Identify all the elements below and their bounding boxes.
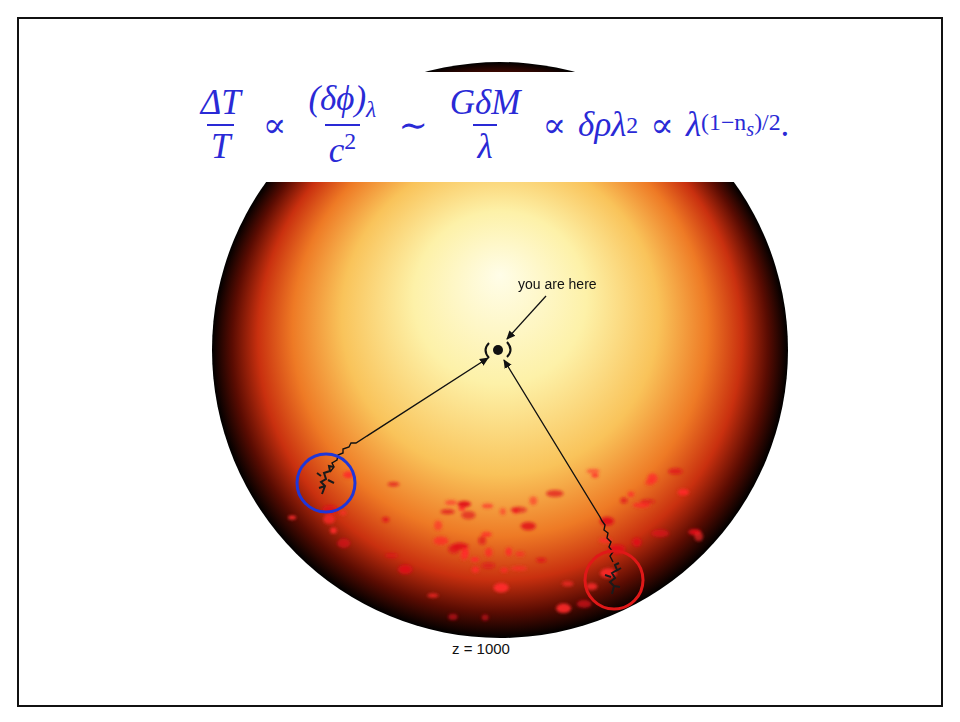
photon-path (504, 360, 613, 562)
formula-symbol: . (781, 105, 790, 145)
hot-spot (501, 567, 508, 572)
numerator: ΔT (197, 84, 245, 125)
hot-spot-marker (585, 551, 643, 609)
formula-symbol: ∝ (542, 105, 566, 146)
formula-symbol: GδM (450, 83, 521, 122)
hot-spot (515, 551, 524, 556)
hot-spot (692, 530, 699, 534)
hot-spot (628, 492, 635, 498)
galaxy-core (493, 345, 503, 355)
hot-spot (511, 566, 528, 571)
formula-panel (112, 72, 868, 182)
formula-symbol: δρλ (578, 105, 626, 145)
formula: ΔTT∝(δϕ)λc2∼GδMλ∝δρλ2∝λ(1−ns)/2. (112, 72, 868, 178)
formula-symbol: (δϕ) (308, 79, 366, 118)
hot-spot (460, 551, 468, 560)
hot-spot (433, 537, 448, 546)
redshift-label: z = 1000 (452, 640, 510, 657)
formula-symbol: ∝ (263, 105, 287, 146)
formula-symbol: s (746, 118, 754, 140)
fraction: GδM λ (446, 84, 525, 167)
formula-symbol: 2 (626, 112, 638, 139)
formula-symbol: )/2 (754, 109, 780, 135)
hot-spot (448, 614, 457, 620)
hot-spot (678, 489, 689, 495)
photon-source (317, 466, 334, 494)
leader-line (507, 296, 546, 339)
formula-symbol: 2 (344, 128, 356, 154)
hot-spot (536, 558, 546, 562)
hot-spot (472, 566, 479, 572)
denominator: λ (473, 124, 496, 167)
hot-spot (500, 508, 506, 515)
hot-spot (388, 482, 400, 486)
hot-spot (640, 499, 655, 503)
hot-spot (632, 538, 641, 546)
hot-spot (478, 536, 486, 545)
formula-symbol: λ (686, 105, 701, 145)
hot-spot (385, 553, 398, 557)
hot-spot (398, 565, 412, 574)
hot-spots (288, 468, 703, 620)
slide-frame (18, 18, 942, 706)
fraction: (δϕ)λc2 (304, 80, 380, 171)
hot-spot (482, 562, 495, 568)
hot-spot (427, 593, 438, 597)
hot-spot (521, 522, 536, 530)
hot-spot (481, 532, 491, 537)
hot-spot (471, 557, 479, 561)
hot-spot (506, 547, 512, 556)
photon-source (605, 563, 621, 594)
hot-spot (382, 517, 389, 522)
hot-spot (620, 497, 627, 503)
formula-symbol: λ (366, 96, 376, 122)
observer-label: you are here (518, 276, 597, 292)
hot-spot (482, 504, 494, 509)
exponent: (1−ns)/2 (701, 109, 780, 140)
hot-spot (340, 510, 347, 515)
hot-spot (337, 539, 350, 548)
formula-symbol: c (329, 131, 345, 170)
hot-spot (651, 530, 669, 538)
formula-symbol: T (211, 127, 230, 166)
hot-spot (448, 545, 460, 554)
hot-spot (647, 474, 657, 484)
hot-spot (668, 468, 683, 474)
hot-spot (592, 473, 599, 477)
numerator: (δϕ)λ (304, 80, 380, 124)
numerator: GδM (446, 84, 525, 125)
hot-spot (556, 604, 571, 614)
denominator: c2 (325, 124, 360, 171)
denominator: T (207, 124, 234, 167)
hot-spot (441, 509, 455, 514)
hot-spot (577, 600, 592, 608)
cold-spot-marker (297, 454, 355, 512)
hot-spot (457, 501, 471, 507)
hot-spot (434, 521, 442, 531)
fraction: ΔT T (197, 84, 245, 167)
hot-spot (562, 581, 574, 587)
hot-spot (288, 516, 296, 520)
formula-symbol: ∼ (398, 105, 427, 146)
hot-spot (485, 548, 492, 557)
formula-symbol: ∝ (650, 105, 674, 146)
hot-spot (323, 514, 335, 524)
hot-spot (510, 507, 527, 513)
formula-symbol: λ (477, 127, 492, 166)
formula-symbol: ΔT (201, 83, 241, 122)
galaxy-arms (486, 342, 511, 358)
hot-spot (461, 511, 475, 519)
hot-spot (493, 583, 508, 592)
hot-spot (445, 500, 457, 505)
hot-spot (586, 469, 599, 474)
hot-spot (482, 614, 489, 620)
formula-symbol: (1−n (701, 109, 746, 135)
hot-spot (530, 497, 538, 505)
hot-spot (330, 527, 337, 533)
hot-spot (546, 490, 564, 497)
photon-path (330, 358, 488, 472)
